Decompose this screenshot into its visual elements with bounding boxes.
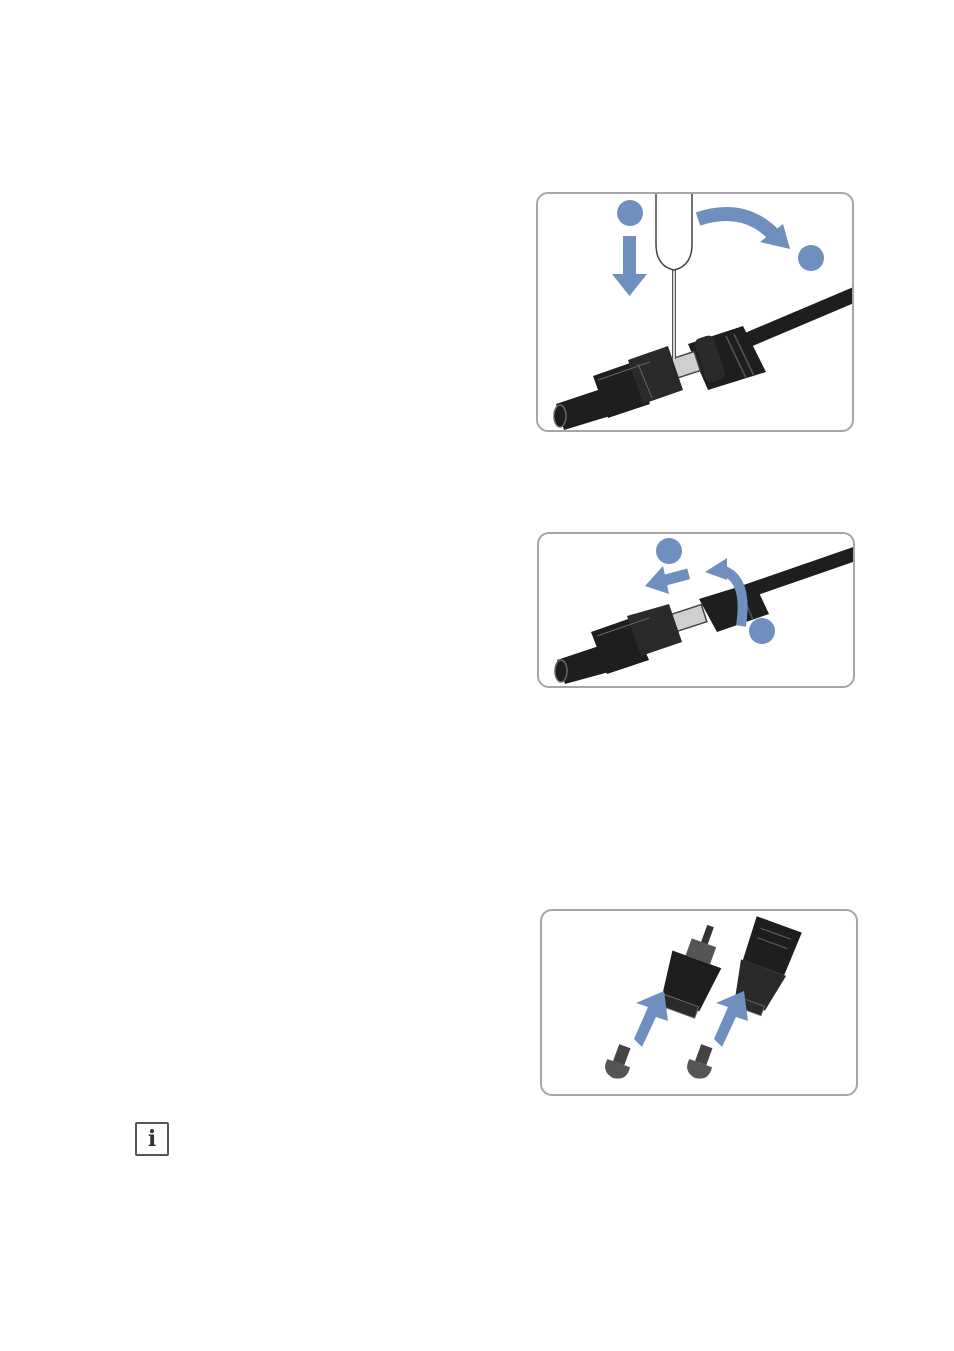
arrow-up-icon <box>634 991 668 1047</box>
rotate-arrow-icon <box>705 558 748 627</box>
step-marker-2 <box>749 618 775 644</box>
sealing-plug <box>605 1044 631 1079</box>
step-marker-1 <box>656 538 682 564</box>
screwdriver <box>655 194 693 359</box>
figure-insert-sealing-plugs <box>540 909 858 1096</box>
information-icon-glyph: i <box>147 1126 157 1152</box>
unscrew-connector-illustration <box>554 538 853 684</box>
connector-plug <box>660 924 722 1019</box>
cable <box>735 287 852 351</box>
arrow-down-icon <box>612 236 647 296</box>
connector-socket <box>688 326 766 390</box>
sealing-plugs-illustration <box>605 916 802 1079</box>
figure-unscrew-connector <box>537 532 855 688</box>
connector-socket <box>734 916 802 1017</box>
connector-plug <box>554 604 682 684</box>
curved-arrow-icon <box>695 207 790 249</box>
connector-plug <box>553 346 683 430</box>
arrow-up-icon <box>714 991 748 1047</box>
screwdriver-release-illustration <box>553 194 852 430</box>
cable <box>736 547 853 601</box>
information-icon: i <box>135 1122 169 1156</box>
arrow-left-icon <box>645 566 691 594</box>
step-marker-2 <box>798 245 824 271</box>
sealing-plug <box>687 1044 713 1079</box>
figure-screwdriver-release <box>536 192 854 432</box>
step-marker-1 <box>617 200 643 226</box>
